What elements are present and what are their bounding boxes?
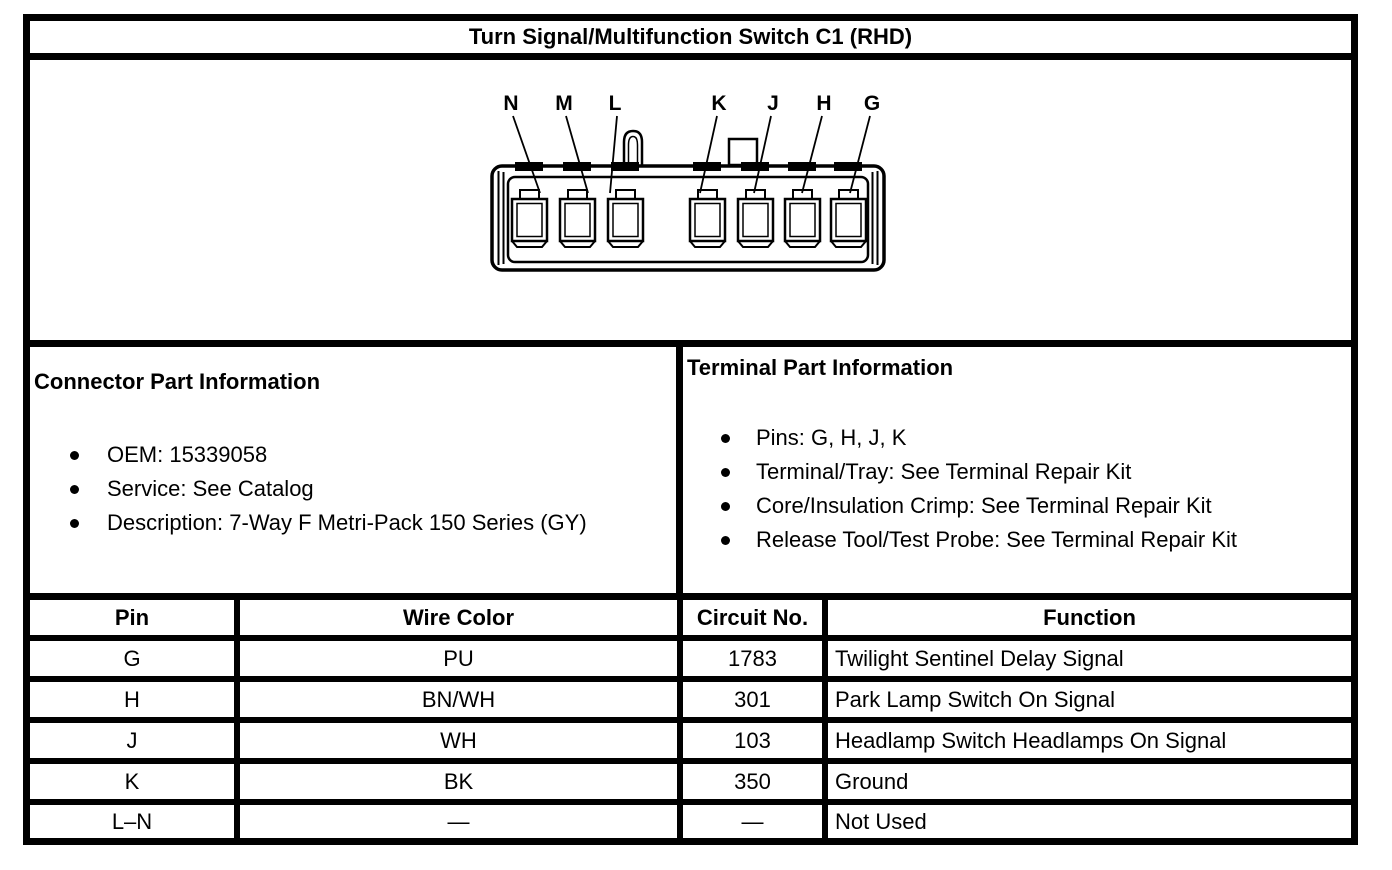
pin-label-g: G: [864, 92, 880, 115]
bullet-dot-icon: [721, 467, 730, 477]
connector-spec-sheet: Turn Signal/Multifunction Switch C1 (RHD…: [23, 14, 1358, 845]
cell-wire-color: WH: [234, 723, 677, 758]
pin-table-row-g: G PU 1783 Twilight Sentinel Delay Signal: [30, 641, 1351, 682]
pin-label-l: L: [609, 92, 622, 115]
pin-label-h: H: [816, 92, 831, 115]
lock-tab: [622, 129, 644, 166]
cell-wire-color: BK: [234, 764, 677, 799]
cell-circuit-no: 350: [677, 764, 822, 799]
pin-table-header-row: Pin Wire Color Circuit No. Function: [30, 600, 1351, 641]
cell-function: Ground: [822, 764, 1351, 799]
cell-pin: J: [126, 727, 138, 753]
list-item: Pins: G, H, J, K: [683, 421, 1351, 455]
terminal-slot-j: [736, 189, 775, 248]
list-item: Description: 7-Way F Metri-Pack 150 Seri…: [30, 506, 676, 540]
connector-drawing: N M L K J H G: [490, 92, 886, 272]
bullet-dot-icon: [70, 484, 79, 494]
pin-table-row-h: H BN/WH 301 Park Lamp Switch On Signal: [30, 682, 1351, 723]
pin-label-n: N: [503, 92, 518, 115]
cell-wire-color: —: [234, 805, 677, 838]
list-item: Release Tool/Test Probe: See Terminal Re…: [683, 523, 1351, 557]
bullet-dot-icon: [721, 433, 730, 443]
list-item: OEM: 15339058: [30, 438, 676, 472]
connector-diagram-section: N M L K J H G: [30, 60, 1351, 347]
header-pin: Pin: [114, 604, 150, 630]
terminal-info-pins: Pins: G, H, J, K: [756, 425, 907, 450]
cell-circuit-no: 1783: [677, 641, 822, 676]
terminal-slot-h: [783, 189, 822, 248]
pin-labels: N M L K J H G: [503, 92, 880, 115]
header-circuit-no: Circuit No.: [677, 600, 822, 635]
terminal-info-tray: Terminal/Tray: See Terminal Repair Kit: [756, 459, 1132, 484]
header-function: Function: [822, 600, 1351, 635]
terminal-slot-k: [688, 189, 727, 248]
part-information-row: Connector Part Information OEM: 15339058…: [30, 347, 1351, 600]
connector-info-oem: OEM: 15339058: [107, 442, 268, 467]
pin-label-k: K: [711, 92, 726, 115]
bullet-dot-icon: [70, 518, 79, 528]
pin-table-row-ln: L–N — — Not Used: [30, 805, 1351, 838]
terminal-slot-m: [558, 189, 597, 248]
pin-table-row-k: K BK 350 Ground: [30, 764, 1351, 805]
cell-function: Park Lamp Switch On Signal: [822, 682, 1351, 717]
connector-body: [490, 162, 886, 272]
list-item: Core/Insulation Crimp: See Terminal Repa…: [683, 489, 1351, 523]
cell-pin: K: [124, 768, 140, 794]
index-tab: [727, 137, 759, 167]
connector-info-description: Description: 7-Way F Metri-Pack 150 Seri…: [107, 510, 587, 535]
terminal-info-release-tool: Release Tool/Test Probe: See Terminal Re…: [756, 527, 1237, 552]
terminal-info-crimp: Core/Insulation Crimp: See Terminal Repa…: [756, 493, 1212, 518]
cell-function: Headlamp Switch Headlamps On Signal: [822, 723, 1351, 758]
cell-circuit-no: —: [677, 805, 822, 838]
cell-pin: L–N: [111, 808, 153, 834]
connector-info-service: Service: See Catalog: [107, 476, 314, 501]
cell-pin: H: [124, 686, 140, 712]
terminal-part-info-list: Pins: G, H, J, K Terminal/Tray: See Term…: [683, 421, 1351, 557]
bullet-dot-icon: [70, 450, 79, 460]
cell-circuit-no: 103: [677, 723, 822, 758]
terminal-slot-n: [510, 189, 549, 248]
connector-part-info-list: OEM: 15339058 Service: See Catalog Descr…: [30, 438, 676, 540]
connector-part-info: Connector Part Information OEM: 15339058…: [30, 347, 683, 593]
bullet-dot-icon: [721, 501, 730, 511]
header-wire-color: Wire Color: [234, 600, 677, 635]
terminal-part-info: Terminal Part Information Pins: G, H, J,…: [683, 347, 1351, 593]
leader-lines: [512, 115, 871, 194]
pin-label-j: J: [767, 92, 779, 115]
title-bar: Turn Signal/Multifunction Switch C1 (RHD…: [30, 21, 1351, 60]
cell-function: Not Used: [822, 805, 1351, 838]
bullet-dot-icon: [721, 535, 730, 545]
terminal-part-info-heading: Terminal Part Information: [687, 355, 954, 380]
cell-circuit-no: 301: [677, 682, 822, 717]
connector-part-info-heading: Connector Part Information: [34, 369, 321, 394]
terminal-slot-l: [606, 189, 645, 248]
cell-wire-color: BN/WH: [234, 682, 677, 717]
list-item: Service: See Catalog: [30, 472, 676, 506]
cell-pin: G: [123, 645, 141, 671]
cell-wire-color: PU: [234, 641, 677, 676]
top-keying-dashes: [515, 162, 862, 171]
page-title: Turn Signal/Multifunction Switch C1 (RHD…: [468, 24, 913, 49]
terminal-slot-g: [829, 189, 868, 248]
cell-function: Twilight Sentinel Delay Signal: [822, 641, 1351, 676]
pin-table-row-j: J WH 103 Headlamp Switch Headlamps On Si…: [30, 723, 1351, 764]
pin-table: Pin Wire Color Circuit No. Function G PU…: [30, 600, 1351, 838]
pin-label-m: M: [555, 92, 573, 115]
list-item: Terminal/Tray: See Terminal Repair Kit: [683, 455, 1351, 489]
